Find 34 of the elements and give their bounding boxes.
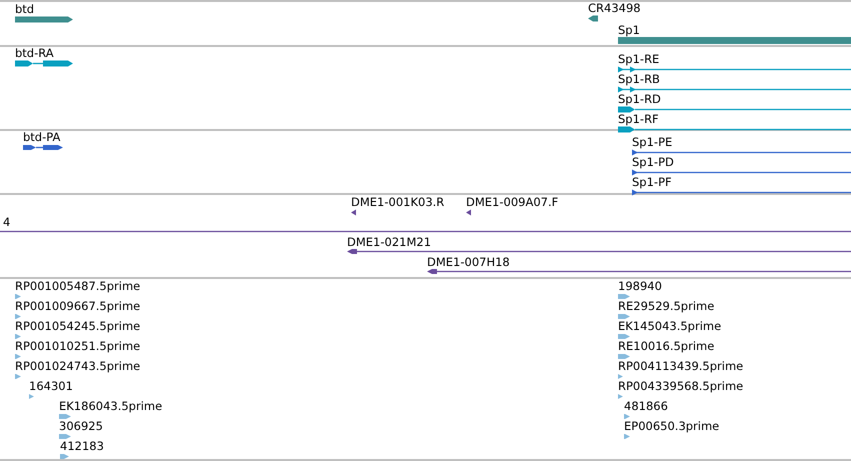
feature-label: EP00650.3prime: [624, 419, 720, 433]
feature-label: RP001009667.5prime: [15, 299, 140, 313]
feature-label: Sp1-PF: [632, 175, 672, 189]
feature-label: DME1-001K03.R: [351, 195, 444, 209]
feature-label: Sp1-PD: [632, 155, 674, 169]
feature-label: RP001024743.5prime: [15, 359, 140, 373]
feature-label: EK145043.5prime: [618, 319, 722, 333]
feature-label: EK186043.5prime: [59, 399, 162, 413]
feature-label: Sp1-RD: [618, 92, 661, 106]
feature-label: RP004339568.5prime: [618, 379, 744, 393]
feature-label: RP001010251.5prime: [15, 339, 140, 353]
feature-label: RE29529.5prime: [618, 299, 714, 313]
feature-label: 164301: [29, 379, 73, 393]
feature-label: Sp1: [618, 23, 640, 37]
feature-label: DME1-021M21: [347, 235, 432, 249]
feature-label: btd: [15, 2, 34, 16]
feature-label: btd-PA: [23, 130, 60, 144]
feature-label: Sp1-RF: [618, 112, 659, 126]
feature-label: DME1-007H18: [427, 255, 510, 269]
feature-label: RP001054245.5prime: [15, 319, 140, 333]
feature-label: 4: [3, 215, 10, 229]
feature-label: 481866: [624, 399, 668, 413]
feature-label: RP004113439.5prime: [618, 359, 744, 373]
feature-label: DME1-009A07.F: [466, 195, 558, 209]
feature-label: btd-RA: [15, 46, 54, 60]
feature-label: RP001005487.5prime: [15, 279, 140, 293]
feature-label: CR43498: [588, 1, 641, 15]
feature-label: Sp1-RE: [618, 52, 660, 66]
feature-label: 198940: [618, 279, 662, 293]
feature-label: Sp1-PE: [632, 135, 672, 149]
feature-label: 306925: [59, 419, 103, 433]
feature-label: RE10016.5prime: [618, 339, 714, 353]
feature-label: 412183: [60, 439, 104, 453]
feature-label: Sp1-RB: [618, 72, 660, 86]
